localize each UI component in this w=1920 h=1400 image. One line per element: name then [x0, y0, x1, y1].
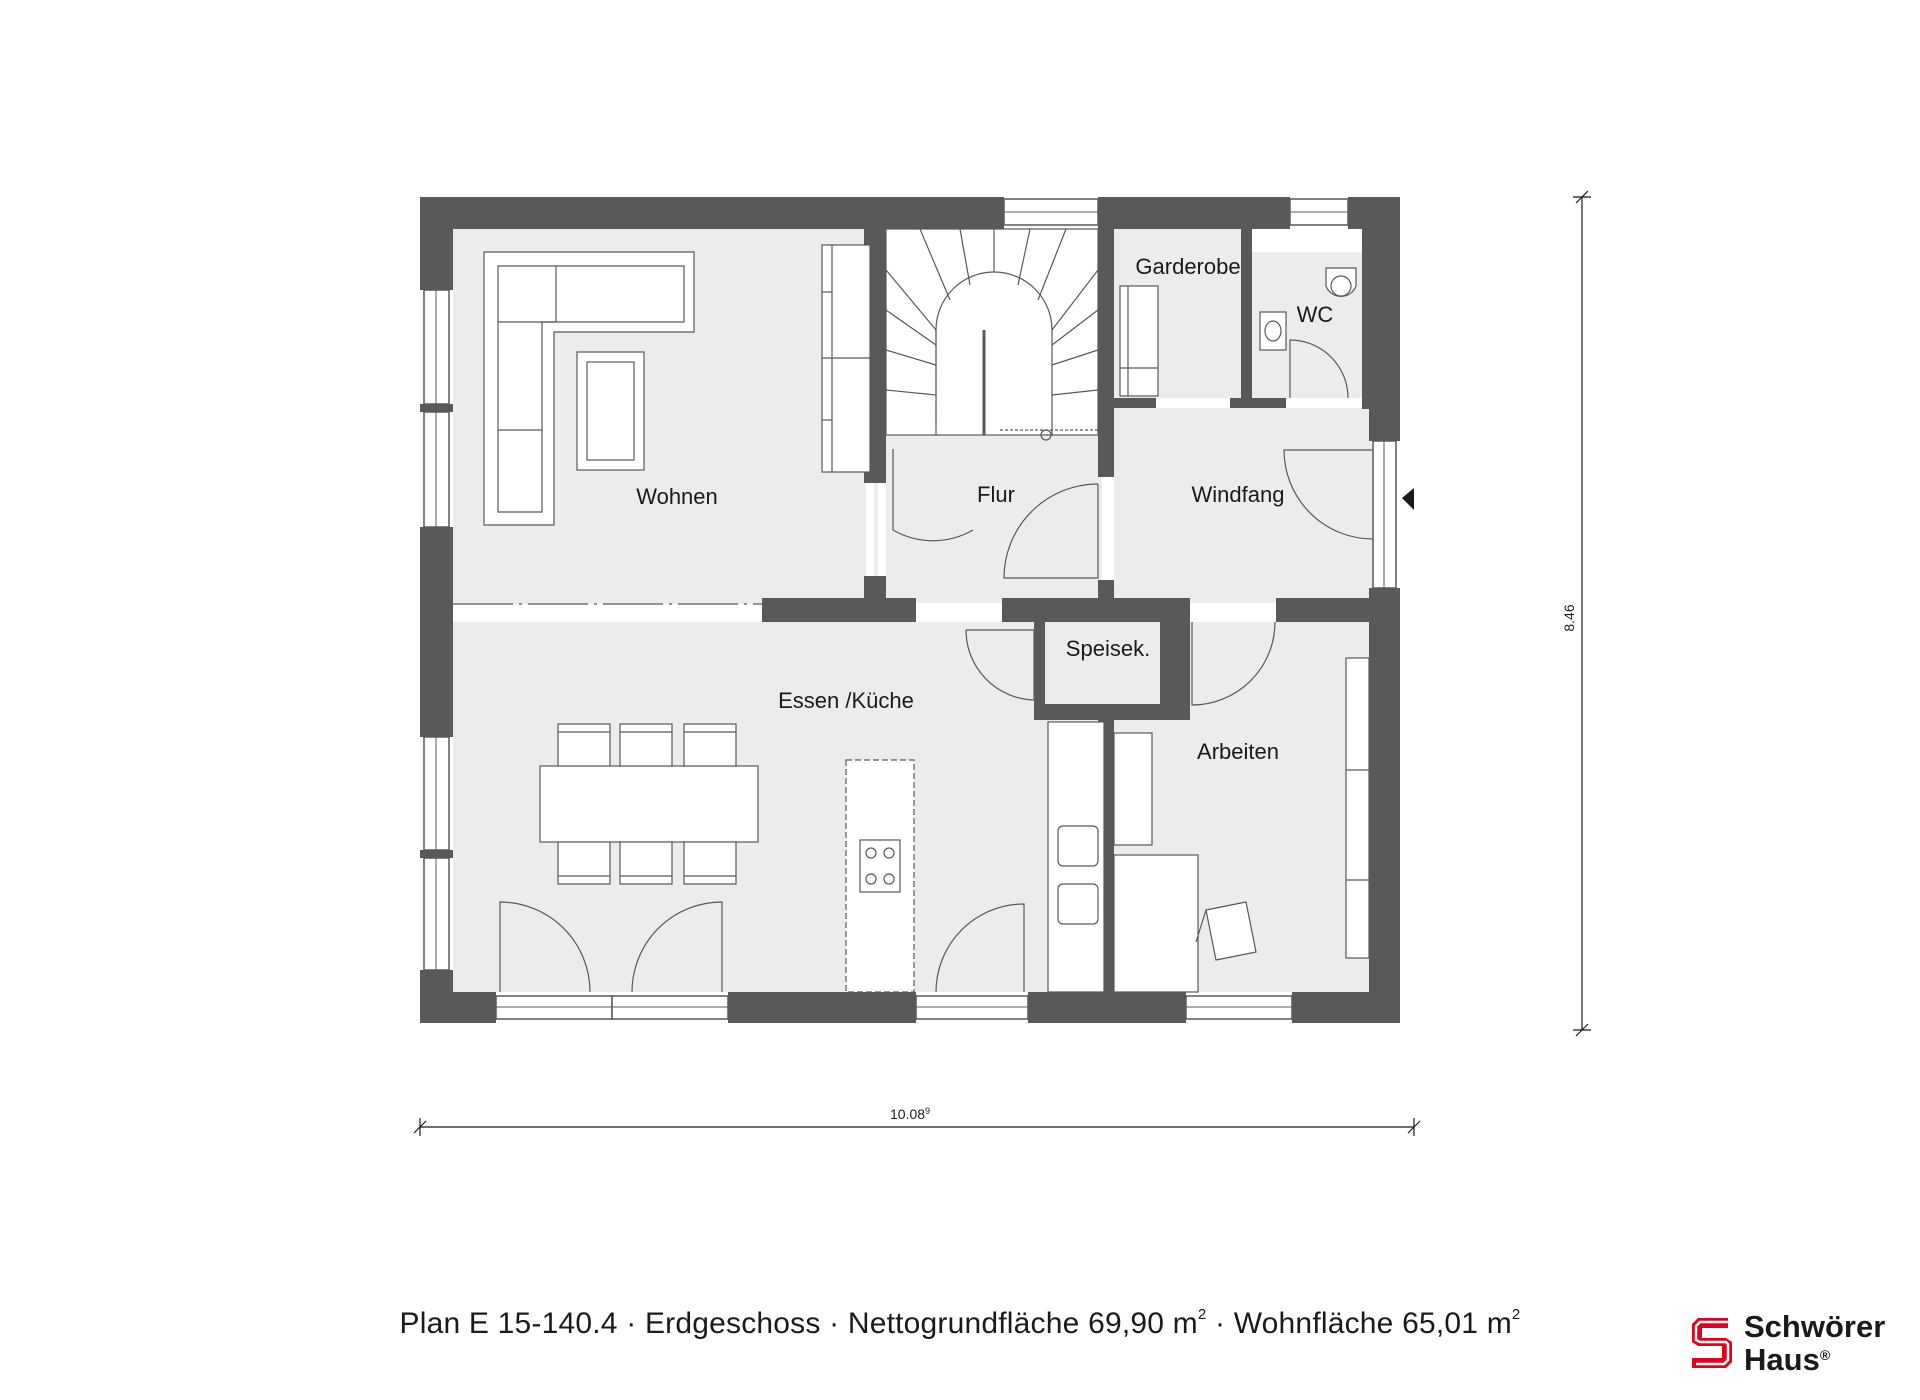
caption-plan-id: Plan E 15-140.4 — [399, 1307, 618, 1340]
logo-mark-icon — [1692, 1318, 1732, 1368]
dimension-width — [413, 1118, 1421, 1136]
caption-separator: · — [820, 1307, 848, 1340]
chair — [683, 841, 737, 885]
door-flur — [892, 449, 974, 542]
door-terrace-1 — [499, 901, 591, 993]
caption-unit-sup: 2 — [1511, 1306, 1521, 1323]
dimension-height-label: 8.46 — [1561, 604, 1577, 631]
plan-caption: Plan E 15-140.4 · Erdgeschoss · Nettogru… — [0, 1306, 1920, 1341]
logo-text: Schwörer Haus® — [1744, 1309, 1886, 1377]
caption-unit-sup: 2 — [1197, 1306, 1207, 1323]
caption-net-area: Nettogrundfläche 69,90 m — [847, 1307, 1198, 1340]
door-essen — [965, 629, 1035, 701]
wall-mid-horizontal-1 — [762, 598, 916, 622]
caption-separator: · — [617, 1307, 645, 1340]
wall-speisek-left — [1034, 622, 1045, 720]
stair-arc — [935, 271, 1053, 435]
chair — [557, 723, 611, 767]
chair — [619, 841, 673, 885]
wall-right-bottom — [1369, 588, 1400, 1023]
floor-windfang — [1114, 408, 1376, 603]
wall-stair-left-low — [864, 576, 886, 604]
wall-flur-right-top — [1098, 229, 1114, 477]
label-flur: Flur — [977, 482, 1015, 507]
entry-arrow — [1402, 488, 1414, 510]
door-flur-windfang — [1003, 483, 1099, 579]
dimension-height — [1573, 190, 1591, 1037]
wall-speisek-bottom — [1034, 704, 1168, 720]
floor-flur — [886, 435, 1104, 603]
stair-outline — [885, 228, 1099, 436]
wall-bottom-4 — [1292, 992, 1400, 1023]
door-terrace-3 — [935, 903, 1025, 993]
door-terrace-2 — [631, 901, 723, 993]
door-threshold-lines — [866, 399, 1362, 614]
sink — [1057, 825, 1099, 867]
wall-top-mid — [1098, 197, 1290, 229]
wall-garderobe-wc — [1241, 229, 1252, 398]
label-garderobe: Garderobe — [1135, 254, 1240, 279]
dining-table — [539, 765, 759, 843]
wall-speisek-right — [1160, 604, 1190, 720]
toilet — [1325, 267, 1357, 298]
caption-living-area: Wohnfläche 65,01 m — [1233, 1307, 1512, 1340]
caption-separator: · — [1206, 1307, 1234, 1340]
wall-wc-right — [1362, 229, 1376, 409]
wall-wc-bottom-left — [1230, 398, 1286, 408]
logo-line-1: Schwörer — [1744, 1309, 1886, 1344]
cabinet-arbeiten — [1345, 657, 1370, 959]
wash-basin — [1259, 311, 1287, 351]
label-arbeiten: Arbeiten — [1197, 739, 1279, 764]
wall-bottom-1 — [420, 992, 496, 1023]
wall-left-top — [420, 197, 453, 290]
caption-floor: Erdgeschoss — [644, 1307, 821, 1340]
chair — [557, 841, 611, 885]
office-chair — [1205, 901, 1257, 961]
label-windfang: Windfang — [1192, 482, 1285, 507]
wall-mid-horizontal-2 — [1002, 598, 1190, 622]
sink — [1057, 883, 1099, 925]
wall-garderobe-bottom — [1114, 398, 1156, 408]
window-lines — [435, 211, 1385, 1008]
label-speisek: Speisek. — [1066, 636, 1150, 661]
chair — [619, 723, 673, 767]
cooktop — [859, 839, 901, 893]
door-wc — [1289, 339, 1349, 399]
wall-mid-horizontal-3 — [1276, 598, 1376, 622]
staircase — [885, 228, 1099, 441]
logo-line-2: Haus® — [1744, 1342, 1831, 1377]
wardrobe — [1119, 285, 1159, 397]
chair — [683, 723, 737, 767]
label-wohnen: Wohnen — [636, 484, 718, 509]
wall-bottom-3 — [1028, 992, 1186, 1023]
wall-top-left — [420, 197, 1004, 229]
desk — [1113, 854, 1199, 993]
door-arbeiten — [1191, 621, 1276, 706]
schwoerer-haus-logo: Schwörer Haus® — [1688, 1309, 1898, 1377]
door-windfang-entry — [1283, 449, 1374, 540]
dimension-width-label: 10.089 — [890, 1106, 930, 1122]
room-labels: Wohnen Flur Windfang Garderobe WC Speise… — [636, 254, 1333, 764]
coffee-table — [576, 351, 645, 471]
label-essen-kueche: Essen /Küche — [778, 688, 914, 713]
label-wc: WC — [1297, 302, 1334, 327]
wall-flur-right-low — [1098, 580, 1114, 604]
wall-bottom-2 — [728, 992, 916, 1023]
furniture — [483, 244, 1370, 993]
shelf — [1113, 732, 1153, 846]
wall-left-mid — [420, 527, 453, 737]
doors — [499, 339, 1374, 993]
